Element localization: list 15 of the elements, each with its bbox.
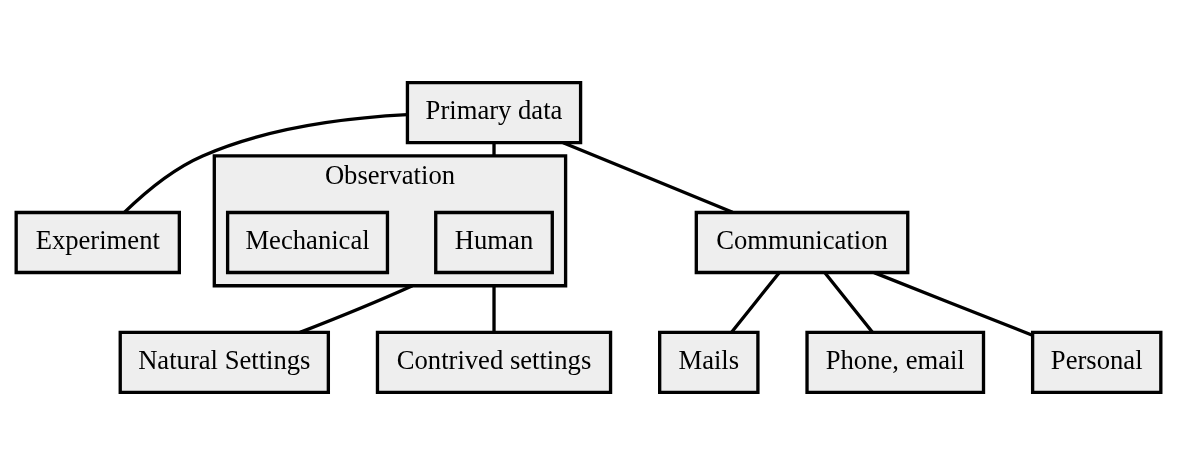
node-box: Phone, email: [805, 330, 986, 394]
node-box: Human: [434, 210, 554, 274]
node-box: Mechanical: [225, 210, 390, 274]
node-box: Communication: [694, 210, 910, 274]
connector: [730, 271, 781, 333]
node-box: Mails: [658, 330, 760, 394]
node-box: Personal: [1030, 330, 1163, 394]
node-box: Natural Settings: [118, 330, 330, 394]
node-box: Experiment: [14, 210, 181, 274]
node-box: Contrived settings: [375, 330, 613, 394]
connector: [492, 285, 496, 332]
connector: [492, 142, 496, 156]
connector: [123, 112, 408, 214]
connector: [823, 271, 874, 333]
node-box: Primary data: [405, 80, 583, 144]
